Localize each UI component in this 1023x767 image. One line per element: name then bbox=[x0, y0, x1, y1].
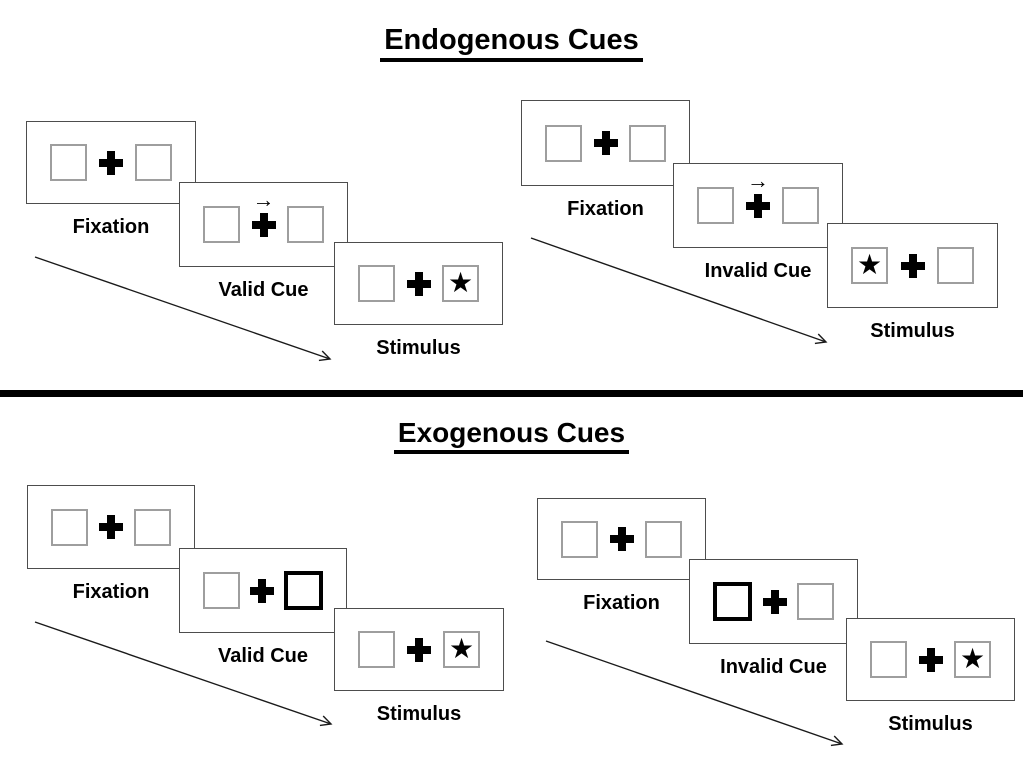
screen-panel: ★ bbox=[334, 242, 503, 325]
right-box bbox=[629, 124, 666, 162]
trial-frame-valid-cue: → Valid Cue bbox=[179, 182, 348, 301]
fixation-cross bbox=[99, 150, 123, 175]
screen-panel bbox=[179, 548, 347, 633]
star-icon: ★ bbox=[856, 248, 883, 280]
timeline-arrow-endogenous-valid bbox=[34, 256, 332, 362]
left-box bbox=[870, 641, 907, 678]
cued-box bbox=[284, 571, 323, 610]
screen-panel: ★ bbox=[846, 618, 1015, 701]
plus-icon bbox=[407, 645, 431, 654]
screen-panel: ★ bbox=[334, 608, 504, 691]
left-box bbox=[50, 144, 87, 181]
panel-label: Stimulus bbox=[870, 320, 955, 342]
panel-label: Stimulus bbox=[888, 713, 973, 735]
plus-icon bbox=[609, 535, 634, 543]
plus-icon bbox=[406, 279, 431, 288]
right-box bbox=[937, 247, 974, 284]
trial-frame-fixation: Fixation bbox=[537, 498, 706, 614]
timeline-arrow-endogenous-invalid bbox=[530, 237, 828, 345]
left-box bbox=[51, 508, 88, 546]
cued-box bbox=[713, 582, 752, 621]
screen-panel bbox=[537, 498, 706, 580]
left-box bbox=[545, 124, 582, 162]
panel-label: Fixation bbox=[72, 216, 150, 238]
cue-arrow-icon: → bbox=[252, 186, 275, 212]
right-box bbox=[645, 520, 682, 558]
fixation-cross bbox=[900, 253, 925, 278]
plus-icon bbox=[250, 586, 274, 595]
fixation-cross bbox=[918, 647, 943, 672]
left-box bbox=[561, 520, 598, 558]
fixation-cross bbox=[250, 578, 274, 603]
left-box bbox=[203, 206, 240, 243]
section-title-exogenous: Exogenous Cues bbox=[0, 417, 1023, 454]
screen-panel bbox=[26, 121, 196, 204]
panel-label: Fixation bbox=[583, 592, 660, 614]
left-box bbox=[203, 572, 240, 609]
left-box bbox=[358, 265, 395, 302]
screen-panel: → bbox=[179, 182, 348, 267]
right-box bbox=[782, 187, 819, 224]
plus-icon bbox=[746, 201, 770, 210]
trial-frame-fixation: Fixation bbox=[27, 485, 195, 603]
trial-frame-invalid-cue: → Invalid Cue bbox=[673, 163, 843, 282]
right-box: ★ bbox=[443, 631, 480, 668]
left-box: ★ bbox=[851, 247, 888, 284]
trial-frame-stimulus: ★ Stimulus bbox=[334, 242, 503, 359]
screen-panel: → bbox=[673, 163, 843, 248]
fixation-cross bbox=[609, 527, 634, 551]
trial-frame-valid-cue: Valid Cue bbox=[179, 548, 347, 667]
plus-icon bbox=[99, 523, 123, 531]
right-box bbox=[135, 144, 172, 181]
star-icon: ★ bbox=[447, 266, 474, 298]
panel-label: Stimulus bbox=[376, 337, 461, 359]
plus-icon bbox=[99, 158, 123, 167]
panel-label: Valid Cue bbox=[217, 645, 309, 667]
fixation-cross bbox=[762, 589, 787, 614]
fixation-cross bbox=[406, 271, 431, 296]
fixation-cross: → bbox=[746, 169, 770, 218]
cue-arrow-icon: → bbox=[747, 167, 769, 193]
trial-frame-stimulus: ★ Stimulus bbox=[827, 223, 998, 342]
panel-label: Invalid Cue bbox=[720, 656, 827, 678]
right-box: ★ bbox=[954, 641, 991, 678]
plus-icon bbox=[918, 655, 943, 664]
fixation-cross bbox=[407, 637, 431, 662]
fixation-cross: → bbox=[251, 188, 276, 237]
plus-icon bbox=[593, 139, 618, 147]
plus-icon bbox=[251, 220, 276, 229]
section-title-text: Endogenous Cues bbox=[380, 24, 643, 62]
left-box bbox=[358, 631, 395, 668]
screen-panel bbox=[27, 485, 195, 569]
panel-label: Fixation bbox=[72, 581, 150, 603]
trial-frame-stimulus: ★ Stimulus bbox=[846, 618, 1015, 735]
section-title-text: Exogenous Cues bbox=[393, 417, 630, 454]
screen-panel bbox=[689, 559, 858, 644]
panel-label: Stimulus bbox=[376, 703, 462, 725]
right-box: ★ bbox=[442, 265, 479, 302]
plus-icon bbox=[762, 597, 787, 606]
left-box bbox=[697, 187, 734, 224]
star-icon: ★ bbox=[959, 642, 986, 674]
trial-frame-fixation: Fixation bbox=[521, 100, 690, 220]
section-title-endogenous: Endogenous Cues bbox=[0, 24, 1023, 62]
screen-panel bbox=[521, 100, 690, 186]
panel-label: Valid Cue bbox=[218, 279, 309, 301]
right-box bbox=[287, 206, 324, 243]
plus-icon bbox=[900, 261, 925, 270]
trial-frame-stimulus: ★ Stimulus bbox=[334, 608, 504, 725]
panel-label: Fixation bbox=[567, 198, 644, 220]
star-icon: ★ bbox=[448, 632, 475, 664]
fixation-cross bbox=[99, 515, 123, 539]
right-box bbox=[134, 508, 171, 546]
trial-frame-invalid-cue: Invalid Cue bbox=[689, 559, 858, 678]
timeline-arrow-exogenous-valid bbox=[34, 621, 333, 727]
section-divider bbox=[0, 390, 1023, 397]
screen-panel: ★ bbox=[827, 223, 998, 308]
fixation-cross bbox=[593, 131, 618, 155]
trial-frame-fixation: Fixation bbox=[26, 121, 196, 238]
panel-label: Invalid Cue bbox=[704, 260, 812, 282]
right-box bbox=[797, 583, 834, 620]
